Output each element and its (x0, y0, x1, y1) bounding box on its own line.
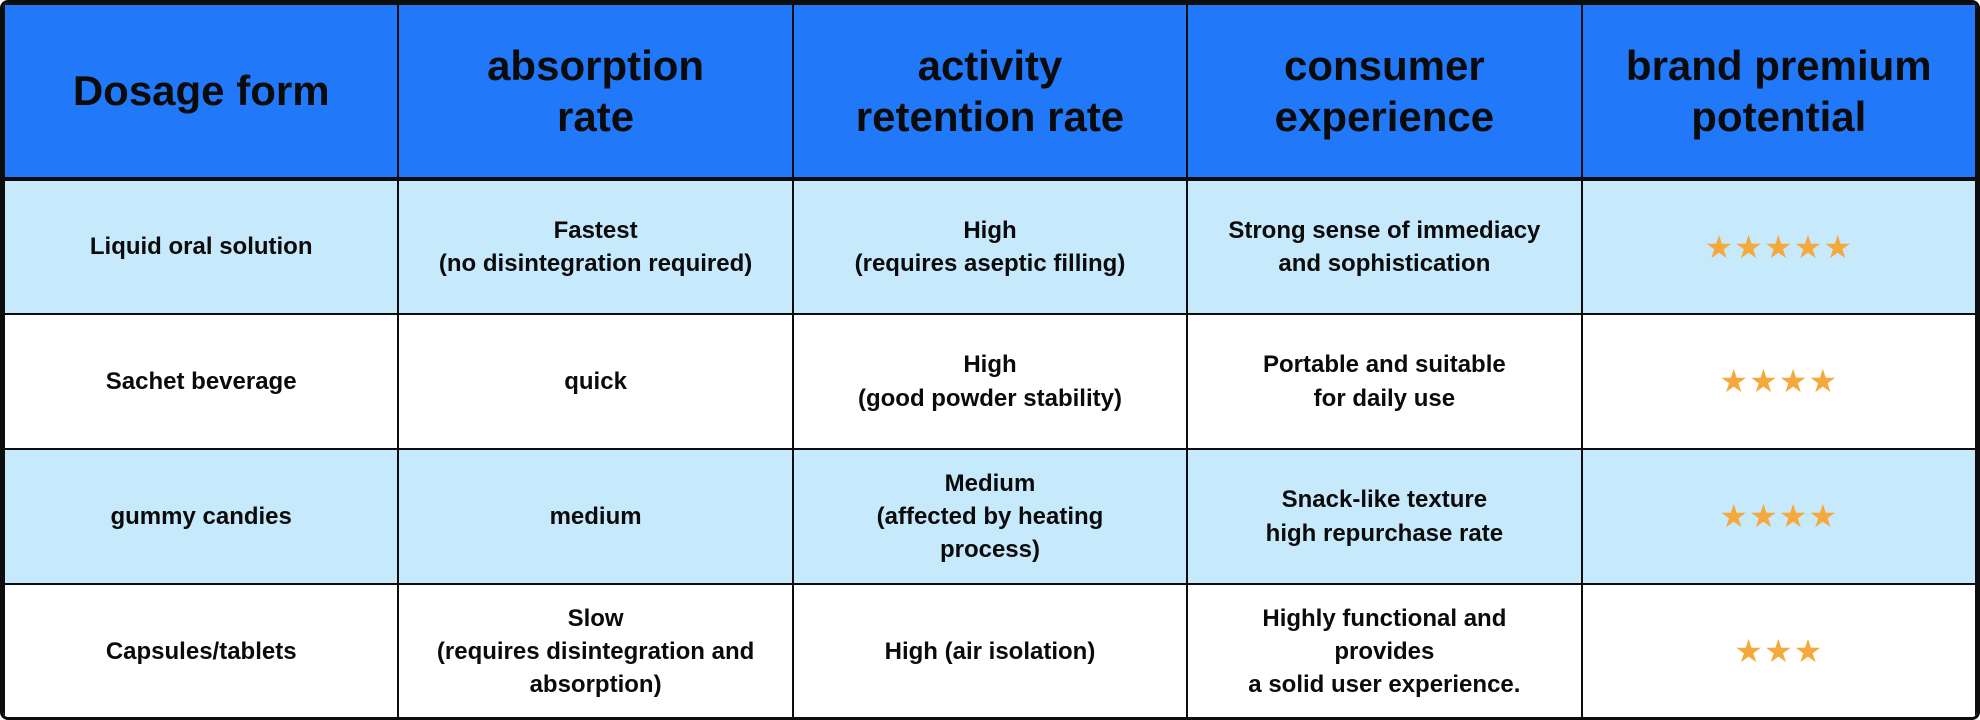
star-rating: ★★★★ (1719, 363, 1839, 400)
cell-absorption-rate: quick (397, 313, 794, 450)
star-rating: ★★★★ (1719, 498, 1839, 535)
header-dosage-form: Dosage form (3, 3, 400, 181)
cell-absorption-rate: Fastest (no disintegration required) (397, 178, 794, 315)
table-row: Sachet beverage quick High (good powder … (3, 313, 1977, 450)
cell-consumer-experience: Snack-like texture high repurchase rate (1186, 448, 1583, 585)
table-header: Dosage form absorption rate activity ret… (3, 3, 1977, 181)
cell-activity-retention-rate: High (good powder stability) (791, 313, 1189, 450)
cell-dosage-form: Sachet beverage (3, 313, 400, 450)
table-row: Liquid oral solution Fastest (no disinte… (3, 178, 1977, 315)
cell-consumer-experience: Highly functional and provides a solid u… (1186, 583, 1583, 717)
cell-dosage-form: Liquid oral solution (3, 178, 400, 315)
cell-consumer-experience: Strong sense of immediacy and sophistica… (1186, 178, 1583, 315)
header-consumer-experience: consumer experience (1186, 3, 1583, 181)
cell-dosage-form: Capsules/tablets (3, 583, 400, 717)
cell-brand-premium-potential: ★★★ (1580, 583, 1977, 717)
cell-brand-premium-potential: ★★★★ (1580, 448, 1977, 585)
header-row: Dosage form absorption rate activity ret… (3, 3, 1977, 181)
cell-absorption-rate: medium (397, 448, 794, 585)
cell-dosage-form: gummy candies (3, 448, 400, 585)
table-row: gummy candies medium Medium (affected by… (3, 448, 1977, 585)
cell-activity-retention-rate: Medium (affected by heating process) (791, 448, 1189, 585)
header-brand-premium-potential: brand premium potential (1580, 3, 1977, 181)
cell-absorption-rate: Slow (requires disintegration and absorp… (397, 583, 794, 717)
table-body: Liquid oral solution Fastest (no disinte… (3, 178, 1977, 717)
cell-brand-premium-potential: ★★★★ (1580, 313, 1977, 450)
header-activity-retention-rate: activity retention rate (791, 3, 1189, 181)
cell-consumer-experience: Portable and suitable for daily use (1186, 313, 1583, 450)
cell-activity-retention-rate: High (air isolation) (791, 583, 1189, 717)
header-absorption-rate: absorption rate (397, 3, 794, 181)
cell-brand-premium-potential: ★★★★★ (1580, 178, 1977, 315)
star-rating: ★★★★★ (1704, 228, 1853, 265)
cell-activity-retention-rate: High (requires aseptic filling) (791, 178, 1189, 315)
table-row: Capsules/tablets Slow (requires disinteg… (3, 583, 1977, 717)
star-rating: ★★★ (1734, 633, 1824, 670)
comparison-table: Dosage form absorption rate activity ret… (3, 3, 1977, 717)
